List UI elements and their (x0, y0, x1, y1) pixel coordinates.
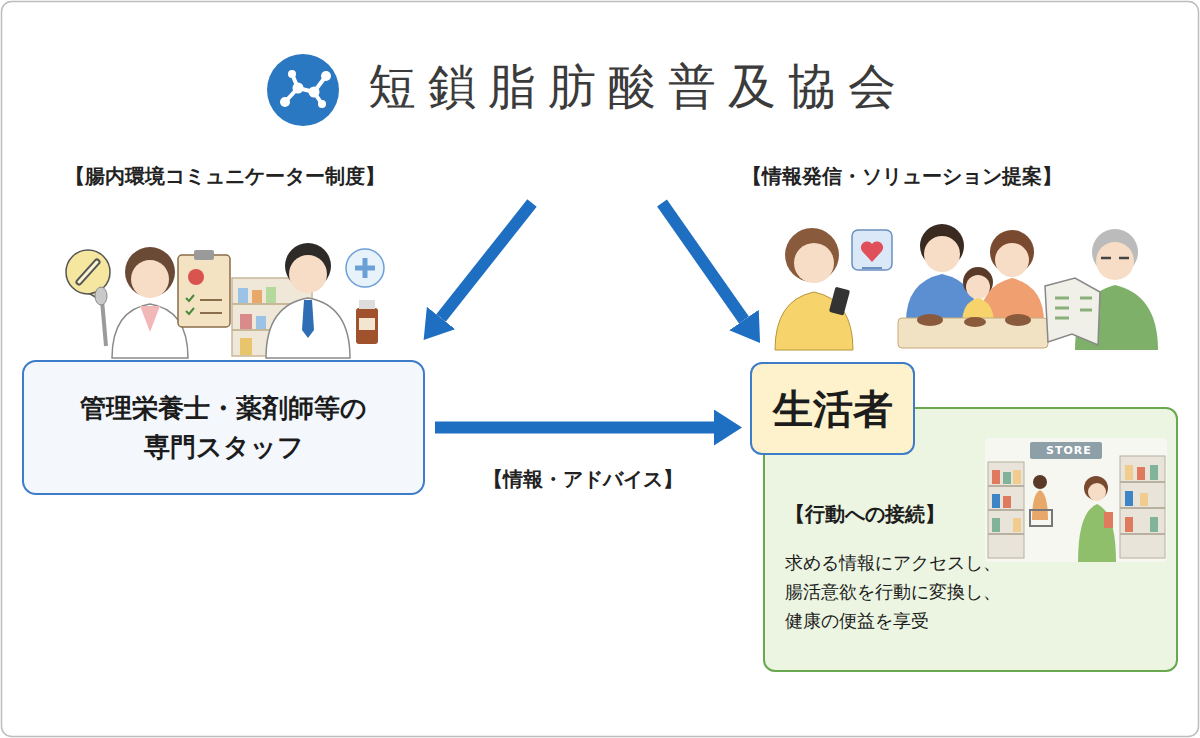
consumer-illustration (906, 274, 978, 322)
logo-mark (309, 87, 320, 98)
staff-illustration (79, 262, 97, 282)
staff-illustration (256, 316, 266, 329)
staff-illustration (289, 255, 327, 293)
consumer-illustration (962, 298, 994, 324)
staff-illustration (252, 290, 262, 303)
box-heading: 生活者 (773, 385, 893, 433)
staff-illustration (186, 295, 194, 314)
logo-mark (267, 54, 339, 126)
staff-illustration (66, 243, 384, 358)
box-body: 求める情報にアクセスし、 腸活意欲を行動に変換し、 健康の便益を享受 (785, 549, 1035, 635)
staff-illustration (346, 249, 384, 287)
staff-illustration (240, 314, 252, 329)
staff-illustration (232, 278, 312, 356)
consumer-illustration (963, 267, 993, 297)
box-heading: 管理栄養士・薬剤師等の 専門スタッフ (59, 389, 389, 467)
consumer-illustration (862, 267, 882, 269)
consumer-illustration (917, 314, 943, 326)
consumer-illustration (898, 318, 1048, 348)
edge-label: 【情報・アドバイス】 (483, 466, 683, 493)
staff-illustration (359, 300, 375, 309)
consumer-illustration (1055, 298, 1092, 318)
staff-illustration (356, 308, 378, 344)
flow-arrow (435, 422, 714, 434)
staff-illustration (238, 288, 248, 303)
logo-mark (267, 54, 339, 126)
consumer-illustration (920, 224, 964, 268)
staff-illustration (140, 306, 160, 332)
staff-illustration (359, 318, 375, 330)
process-box: 生活者 (750, 362, 915, 455)
staff-illustration (194, 250, 214, 260)
staff-illustration (79, 262, 97, 282)
staff-illustration (285, 243, 331, 289)
logo-mark (288, 70, 296, 78)
consumer-illustration (1005, 314, 1031, 326)
section-label: 【腸内環境コミュニケーター制度】 (65, 163, 385, 190)
logo-mark (318, 100, 326, 108)
flow-arrow (441, 203, 744, 320)
process-box: 管理栄養士・薬剤師等の 専門スタッフ (22, 360, 425, 495)
consumer-illustration (785, 228, 839, 282)
consumer-illustration (1075, 285, 1158, 350)
staff-illustration (178, 255, 230, 327)
logo-mark (280, 97, 290, 107)
staff-illustration (66, 250, 110, 294)
consumer-illustration (852, 230, 892, 270)
staff-illustration (95, 287, 107, 305)
staff-illustration (355, 258, 375, 278)
consumer-illustration (966, 275, 990, 299)
section-label: 【情報発信・ソリューション提案】 (742, 163, 1062, 190)
staff-illustration (112, 304, 188, 358)
staff-illustration (232, 304, 312, 330)
staff-illustration (266, 298, 350, 358)
consumer-illustration (964, 317, 986, 327)
staff-illustration (266, 287, 276, 303)
staff-illustration (188, 269, 204, 285)
logo-mark (293, 83, 304, 94)
consumer-illustration (990, 230, 1034, 274)
consumer-illustration (794, 243, 834, 283)
logo-mark (321, 71, 331, 81)
staff-illustration (240, 338, 252, 355)
consumer-illustration (1045, 278, 1100, 345)
consumer-illustration (995, 243, 1029, 277)
consumer-illustration (775, 224, 1158, 350)
consumer-illustration (924, 236, 960, 272)
consumer-illustration (1101, 257, 1129, 260)
consumer-illustration (980, 278, 1044, 322)
staff-illustration (102, 300, 106, 346)
staff-illustration (302, 300, 314, 338)
consumer-illustration (829, 287, 850, 316)
consumer-illustration (1096, 242, 1134, 280)
staff-illustration (200, 300, 222, 313)
box-heading: 【行動への接続】 (785, 501, 945, 527)
consumer-illustration (1092, 229, 1138, 275)
flow-arrow (441, 203, 532, 318)
consumer-illustration (861, 241, 883, 262)
staff-illustration (90, 292, 104, 302)
diagram-title: 短鎖脂肪酸普及協会 (368, 58, 908, 116)
sign-text: STORE (1046, 444, 1092, 457)
consumer-illustration (775, 292, 853, 350)
staff-illustration (125, 247, 175, 297)
flow-arrow (662, 203, 744, 320)
staff-illustration (131, 260, 169, 298)
logo-mark (285, 74, 326, 104)
